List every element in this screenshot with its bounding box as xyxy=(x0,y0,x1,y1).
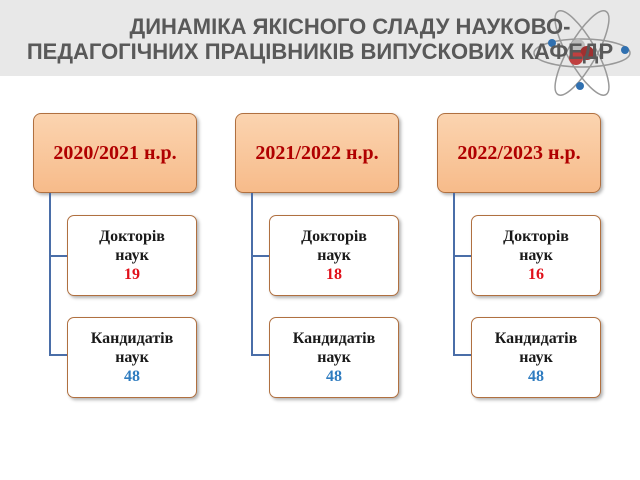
year-column-2022: 2022/2023 н.р. Докторів наук 16 Кандидат… xyxy=(437,113,602,403)
candidates-box: Кандидатів наук 48 xyxy=(269,317,399,398)
connector-branch xyxy=(49,255,67,257)
connector-line xyxy=(453,193,455,356)
title-line-2: ПЕДАГОГІЧНИХ ПРАЦІВНИКІВ ВИПУСКОВИХ КАФЕ… xyxy=(26,39,614,64)
connector-branch xyxy=(49,354,67,356)
doctors-label: наук xyxy=(115,247,149,264)
candidates-count: 48 xyxy=(326,368,342,385)
connector-line xyxy=(49,193,51,356)
year-box: 2020/2021 н.р. xyxy=(33,113,197,193)
atom-icon xyxy=(533,10,631,96)
candidates-label: наук xyxy=(519,349,553,366)
connector-branch xyxy=(453,255,471,257)
connector-branch xyxy=(251,255,269,257)
candidates-label: Кандидатів xyxy=(292,330,376,347)
year-box: 2022/2023 н.р. xyxy=(437,113,601,193)
doctors-box: Докторів наук 19 xyxy=(67,215,197,296)
header-band xyxy=(0,0,640,76)
candidates-label: Кандидатів xyxy=(494,330,578,347)
doctors-box: Докторів наук 16 xyxy=(471,215,601,296)
doctors-count: 19 xyxy=(124,266,140,283)
doctors-label: Докторів xyxy=(99,228,165,245)
title-line-1: ДИНАМІКА ЯКІСНОГО СЛАДУ НАУКОВО- xyxy=(129,14,571,39)
candidates-count: 48 xyxy=(124,368,140,385)
connector-line xyxy=(251,193,253,356)
doctors-count: 18 xyxy=(326,266,342,283)
year-column-2020: 2020/2021 н.р. Докторів наук 19 Кандидат… xyxy=(33,113,198,403)
year-box: 2021/2022 н.р. xyxy=(235,113,399,193)
doctors-label: Докторів xyxy=(301,228,367,245)
year-column-2021: 2021/2022 н.р. Докторів наук 18 Кандидат… xyxy=(235,113,400,403)
doctors-label: наук xyxy=(317,247,351,264)
doctors-label: Докторів xyxy=(503,228,569,245)
doctors-box: Докторів наук 18 xyxy=(269,215,399,296)
doctors-count: 16 xyxy=(528,266,544,283)
candidates-label: Кандидатів xyxy=(90,330,174,347)
candidates-box: Кандидатів наук 48 xyxy=(471,317,601,398)
candidates-box: Кандидатів наук 48 xyxy=(67,317,197,398)
page-title: ДИНАМІКА ЯКІСНОГО СЛАДУ НАУКОВО- ПЕДАГОГ… xyxy=(0,14,640,64)
candidates-count: 48 xyxy=(528,368,544,385)
connector-branch xyxy=(453,354,471,356)
doctors-label: наук xyxy=(519,247,553,264)
connector-branch xyxy=(251,354,269,356)
candidates-label: наук xyxy=(317,349,351,366)
candidates-label: наук xyxy=(115,349,149,366)
